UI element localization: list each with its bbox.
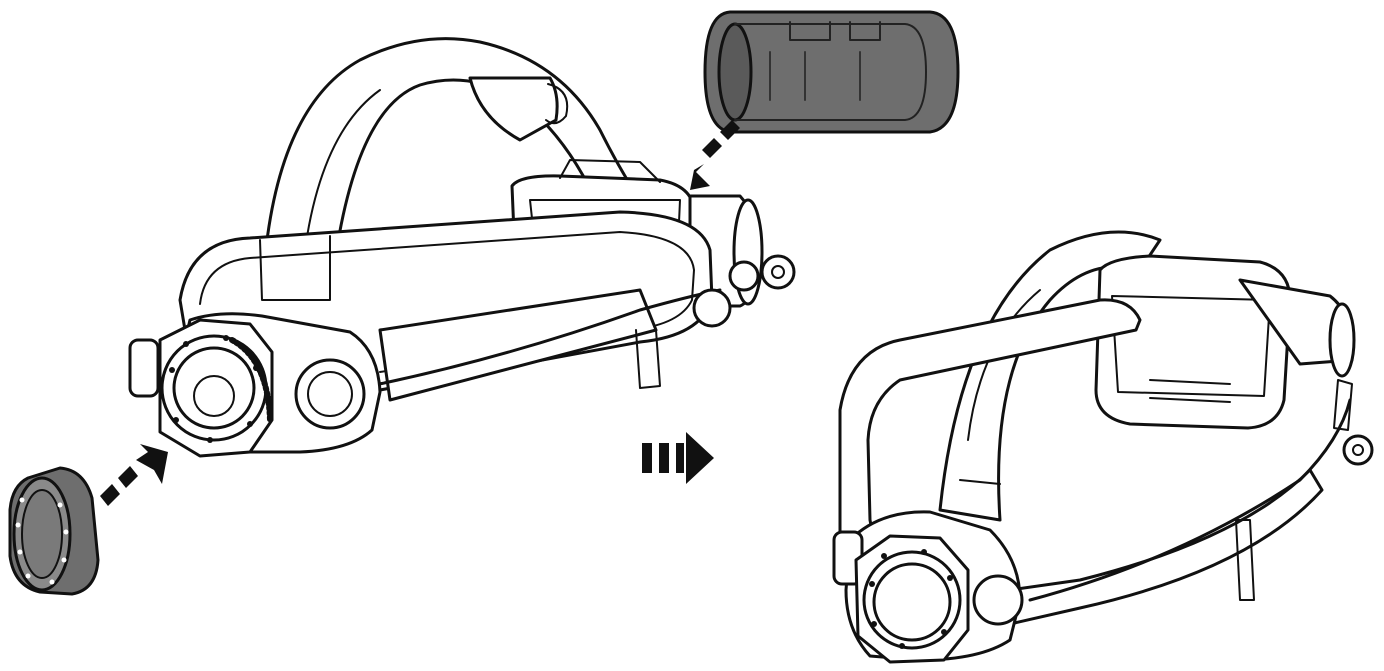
lens-cap-icon bbox=[8, 466, 100, 596]
headlamp-assembled-view bbox=[832, 230, 1374, 664]
arrow-result-icon bbox=[642, 432, 714, 484]
arrow-attach-cap-icon bbox=[100, 444, 168, 506]
headlamp-exploded-view bbox=[128, 37, 796, 458]
battery-cylinder-icon bbox=[703, 10, 960, 134]
arrow-insert-battery-icon bbox=[690, 120, 740, 190]
